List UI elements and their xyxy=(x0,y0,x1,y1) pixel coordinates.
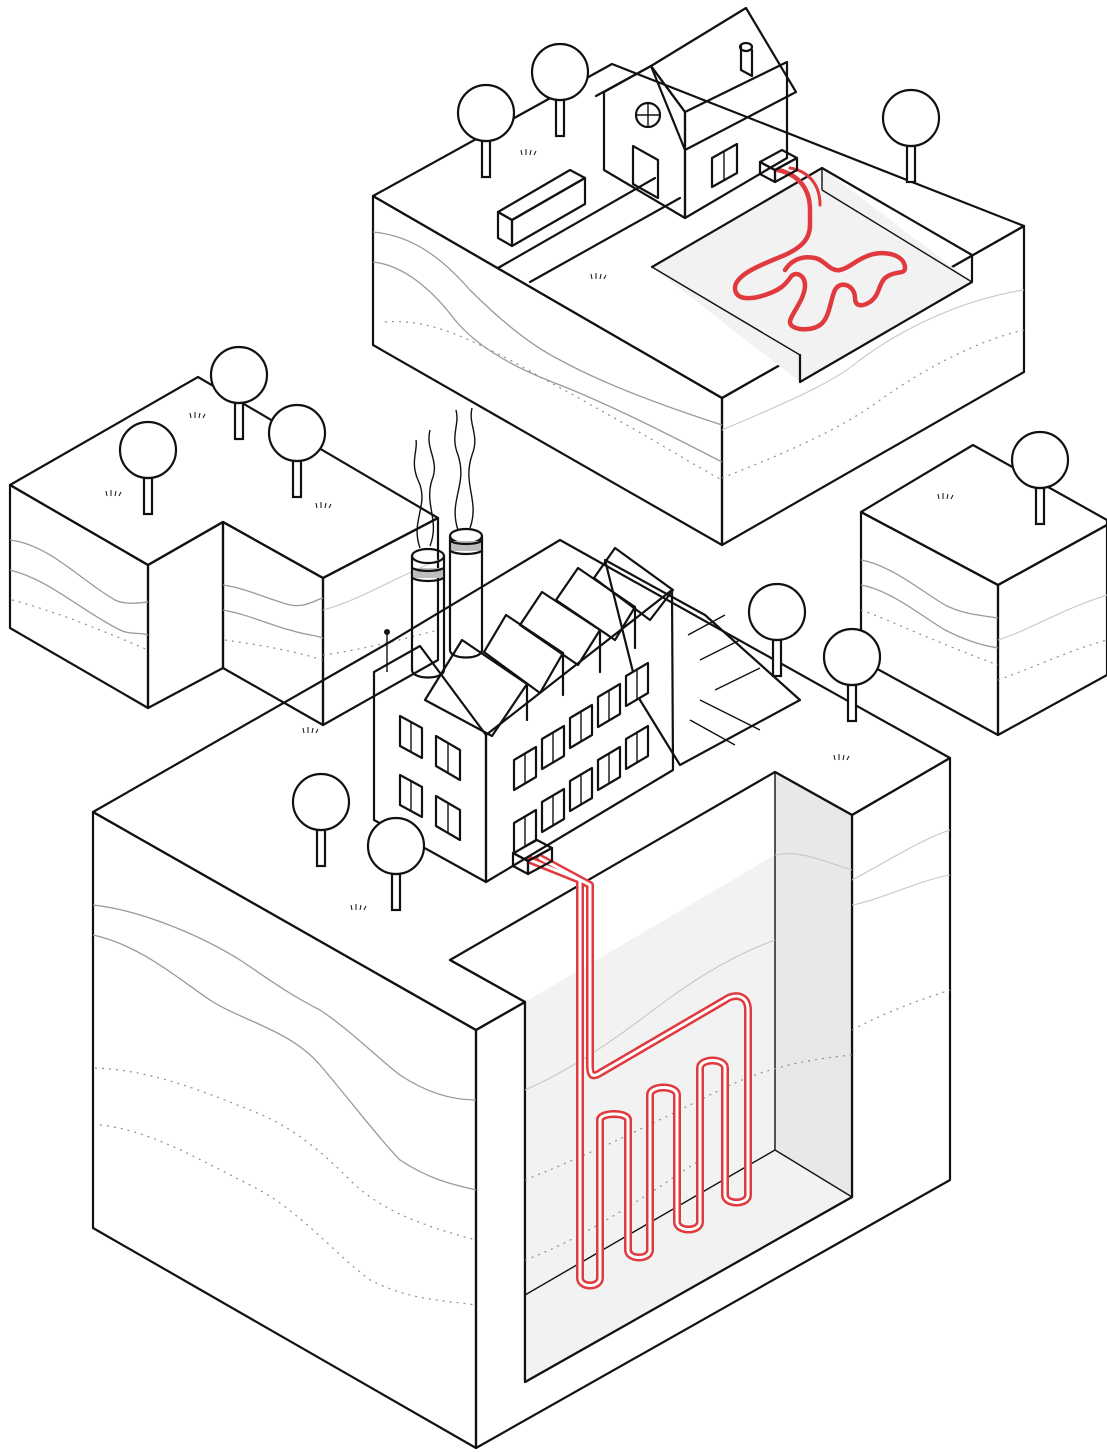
house-block xyxy=(371,6,1026,547)
factory-block xyxy=(91,407,952,1450)
grass-tuft-icon xyxy=(350,904,367,911)
factory-block-left-face xyxy=(91,810,478,1450)
horizontal-ground-loop-return xyxy=(788,166,822,207)
house-side-window xyxy=(710,142,739,189)
trees xyxy=(118,42,1070,912)
vertical-loop-inner xyxy=(528,856,750,1287)
left-block-front xyxy=(8,483,150,710)
house-roof xyxy=(649,6,798,152)
tree-icon xyxy=(530,42,590,138)
factory-roof-5 xyxy=(592,546,675,622)
grass-tufts xyxy=(105,149,954,911)
house-soil-layer-right xyxy=(721,289,1025,431)
factory-side-windows xyxy=(398,714,462,842)
factory-window xyxy=(624,661,650,708)
tree-icon xyxy=(209,345,269,441)
factory-window xyxy=(624,724,650,771)
left-block-right-face xyxy=(321,516,440,727)
tree-icon xyxy=(881,88,941,184)
grass-tuft-icon xyxy=(315,502,332,509)
tree-icon xyxy=(822,627,882,723)
factory-trench-back-wall xyxy=(525,855,775,1295)
left-block-inner-left xyxy=(146,520,225,710)
left-block-inner-right xyxy=(221,520,325,727)
house-chimney xyxy=(739,44,754,78)
vertical-ground-loop xyxy=(526,854,752,1290)
chimney-icon xyxy=(448,527,484,659)
factory-window xyxy=(512,808,538,855)
factory-window xyxy=(568,703,594,750)
house-block-front-left xyxy=(371,194,724,547)
grass-tuft-icon xyxy=(937,493,954,500)
factory-front-wall xyxy=(484,588,675,884)
factory-window xyxy=(596,682,622,729)
grass-tuft-icon xyxy=(105,490,122,497)
left-ground-block xyxy=(8,375,440,727)
house-side-wall xyxy=(683,60,789,220)
house-soil-layer-right xyxy=(721,329,1025,479)
horizontal-ground-loop xyxy=(732,167,908,332)
grass-tuft-icon xyxy=(189,412,206,419)
house-icon xyxy=(594,6,798,220)
grass-tuft-icon xyxy=(590,273,607,280)
factory-trench-side-wall xyxy=(775,772,852,1197)
factory-building-icon xyxy=(372,407,675,884)
factory-window xyxy=(596,745,622,792)
factory-window xyxy=(540,724,566,771)
grass-tuft-icon xyxy=(833,754,850,761)
house-door xyxy=(631,144,660,200)
right-block-side xyxy=(996,523,1107,737)
house-walkway xyxy=(496,176,682,284)
factory-window xyxy=(540,787,566,834)
tree-icon xyxy=(267,403,327,499)
right-ground-block xyxy=(859,443,1107,737)
factory-front-windows xyxy=(512,661,650,855)
house-gable xyxy=(594,64,687,114)
house-trench-floor xyxy=(652,168,972,382)
grass-tuft-icon xyxy=(520,149,537,156)
chimney-icon xyxy=(410,547,446,679)
house-soil-layer xyxy=(384,320,723,481)
house-soil-layer xyxy=(372,231,723,426)
tree-icon xyxy=(291,772,351,868)
bench-icon xyxy=(496,168,587,248)
factory-window xyxy=(512,745,538,792)
right-block-front xyxy=(859,510,1000,737)
factory-trench-floor xyxy=(525,1150,852,1382)
house-trench-inner-wall xyxy=(651,168,973,356)
house-soil-layer xyxy=(372,261,723,463)
tree-icon xyxy=(747,582,807,678)
grass-tuft-icon xyxy=(302,727,319,734)
tree-icon xyxy=(366,816,426,912)
smoke-icon xyxy=(413,407,476,549)
factory-window xyxy=(568,766,594,813)
right-block-top xyxy=(859,443,1107,587)
tree-icon xyxy=(1010,430,1070,526)
tree-icon xyxy=(456,83,516,179)
tree-icon xyxy=(118,420,178,516)
house-trench-edge xyxy=(650,166,974,384)
